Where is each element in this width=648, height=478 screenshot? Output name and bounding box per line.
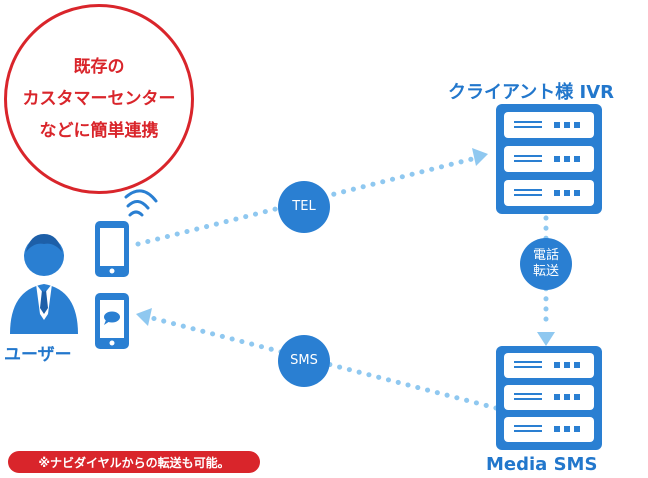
smartphone-message-icon — [95, 293, 129, 349]
signal-waves-icon — [124, 189, 158, 217]
tel-label: TEL — [292, 199, 316, 214]
tel-arrowhead — [472, 148, 488, 166]
transfer-arrowhead — [537, 332, 555, 346]
callout-line-1: 既存の — [73, 57, 125, 77]
callout-line-2: カスタマーセンター — [22, 89, 176, 109]
person-icon — [10, 234, 78, 334]
transfer-label-line-2: 転送 — [532, 264, 559, 279]
transfer-label-line-1: 電話 — [532, 248, 559, 263]
sms-arrowhead — [136, 308, 152, 326]
transfer-badge: 電話 転送 — [520, 238, 572, 290]
tel-line — [135, 155, 479, 247]
server-icon — [496, 104, 602, 214]
tel-badge: TEL — [278, 181, 330, 233]
callout-line-3: などに簡単連携 — [39, 121, 159, 141]
media-sms-title: Media SMS — [486, 454, 598, 475]
server-icon — [496, 346, 602, 450]
navidial-note: ※ナビダイヤルからの転送も可能。 — [8, 451, 260, 473]
navidial-note-text: ※ナビダイヤルからの転送も可能。 — [38, 455, 230, 470]
sms-line — [149, 315, 499, 411]
user-label: ユーザー — [4, 345, 72, 365]
integration-callout: 既存の カスタマーセンター などに簡単連携 — [4, 4, 194, 194]
sms-label: SMS — [290, 353, 318, 368]
smartphone-call-icon — [95, 221, 129, 277]
client-ivr-title: クライアント様 IVR — [448, 82, 615, 103]
sms-badge: SMS — [278, 335, 330, 387]
